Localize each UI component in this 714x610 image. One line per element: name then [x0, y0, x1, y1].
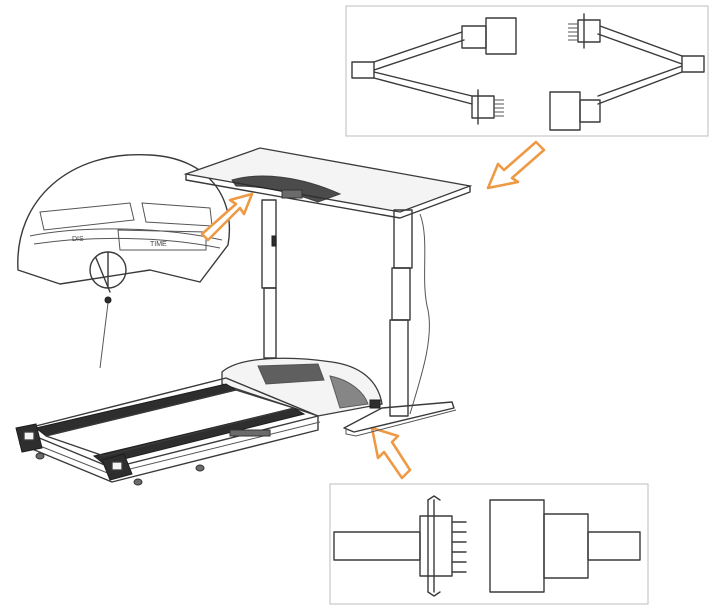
- desk-leg-right: [389, 209, 430, 417]
- arrow-icon-base-cable: [370, 426, 412, 480]
- side-rail-handle: [229, 429, 271, 437]
- desktop-surface: [183, 147, 473, 219]
- arrow-icon-console: [200, 192, 254, 242]
- male-connector-large: [419, 495, 467, 597]
- cable-connection-detail-top: [345, 5, 709, 137]
- treadmill: [15, 357, 383, 486]
- male-connector-top-right: [568, 13, 601, 49]
- detail-panel-frame-bottom: [329, 483, 649, 605]
- console-label-time: TIME: [150, 241, 167, 248]
- female-connector-bottom-right: [549, 91, 601, 131]
- splitter-cable-left: [351, 31, 473, 105]
- cable-right: [587, 531, 641, 561]
- console-label-dis: DIS: [72, 236, 84, 243]
- safety-key-icon: [89, 251, 127, 369]
- treadmill-deck: [19, 377, 321, 483]
- cable-connection-detail-bottom: [329, 483, 649, 605]
- desk-control-panel: [281, 189, 303, 199]
- arrow-icon-desktop-cable: [486, 140, 546, 190]
- female-connector-top-left: [461, 17, 517, 55]
- treadmill-end-caps: [15, 423, 133, 481]
- treadmill-motor-hood: [221, 357, 383, 417]
- desk-feet: [343, 401, 457, 437]
- detail-panel-frame: [345, 5, 709, 137]
- male-connector-bottom-left: [471, 89, 504, 125]
- desk-leg-left: [261, 199, 277, 359]
- console-safety-key-callout: DIS TIME: [17, 153, 230, 369]
- standing-desk: [183, 147, 473, 437]
- splitter-cable-right: [597, 25, 705, 105]
